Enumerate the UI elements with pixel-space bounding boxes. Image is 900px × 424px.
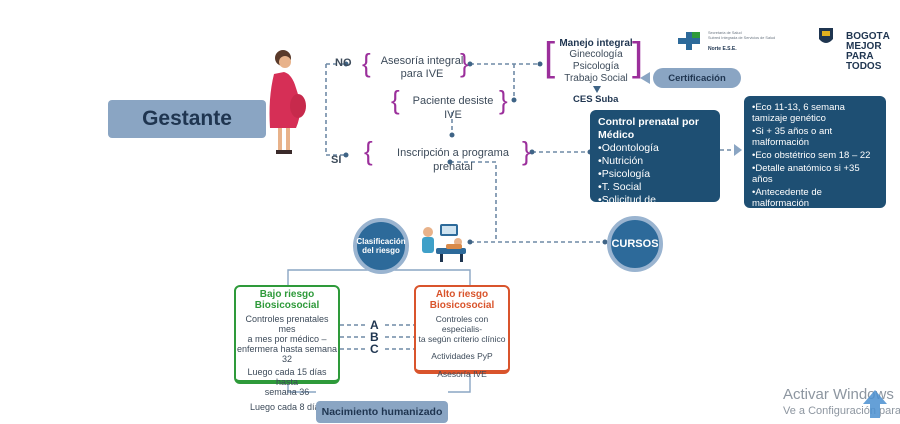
inscripcion-node: Inscripción a programa prenatal [397,147,509,173]
bogota-mejor-logo-text: BOGOTÁ MEJOR PARA TODOS [846,32,890,72]
pregnant-woman-illustration [269,50,306,154]
branch-si-label: SI [331,154,342,166]
eco-item: •Eco 11-13, 6 semana tamizaje genético [752,102,845,124]
control-prenatal-box: Control prenatal por Médico •Odontología… [590,110,720,232]
ces-suba-label: CES Suba [573,94,619,105]
control-item: •Nutrición [598,155,644,167]
manejo-integral-title: Manejo integral [559,38,633,49]
asesoria-integral-node: Asesoría integral para IVE [380,55,464,80]
brace-left-icon: { [364,136,373,166]
brace-left-icon: { [362,48,371,78]
eco-item: •Detalle anatómico si +35 años [752,163,860,185]
manejo-item: Psicología [572,61,620,72]
brace-right-icon: ] [632,35,644,79]
eco-item: •Eco obstétrico sem 18 – 22 [752,150,871,161]
nacimiento-humanizado-box: Nacimiento humanizado [316,401,448,423]
control-item: •Odontología [598,142,659,154]
control-item: •Psicología [598,168,651,180]
letter-a: A [370,318,379,332]
paciente-desiste-node: Paciente desiste IVE [412,95,494,121]
activation-watermark-title: Activar Windows [783,386,894,403]
eco-item: •Si + 35 años o ant malformación [752,126,833,148]
eco-item: •Antecedente de malformación [752,187,822,209]
manejo-integral-block: Manejo integral Ginecología Psicología T… [556,38,636,85]
brace-right-icon: } [522,136,531,166]
brace-right-icon: } [460,48,469,78]
gestante-label: Gestante [108,100,266,138]
control-prenatal-title: Control prenatal por Médico [598,116,699,141]
subred-logo-text: Secretaría de Salud Subred Integrada de … [708,31,776,40]
bogota-shield-icon [819,28,833,43]
bajo-riesgo-card: Bajo riesgo Biosicosocial Controles pren… [234,285,340,412]
doctor-consultation-icon [422,224,466,262]
bajo-item: Luego cada 15 días hasta semana 36 [247,367,327,397]
brace-left-icon: [ [544,35,556,79]
manejo-item: Trabajo Social [564,73,628,84]
alto-riesgo-card: Alto riesgo Biosicosocial Controles con … [414,285,510,379]
certificacion-pill: Certificación [653,68,741,88]
bajo-riesgo-title: Bajo riesgo Biosicosocial [254,289,320,311]
ecografia-box: •Eco 11-13, 6 semana tamizaje genético •… [744,96,886,209]
bajo-item: Controles prenatales mes a mes por médic… [236,314,338,364]
alto-item: Controles con especialis- ta según crite… [418,314,506,344]
brace-left-icon: { [391,85,400,115]
subred-logo-name: Norte E.S.E. [708,46,737,52]
alto-item: Asesoría IVE [437,369,487,379]
bajo-item: Luego cada 8 días [249,402,325,412]
cursos-circle: CURSOS [607,216,663,272]
alto-item: Actividades PyP [431,351,493,361]
brace-right-icon: } [499,85,508,115]
scroll-up-arrow-icon[interactable] [862,388,888,418]
manejo-item: Ginecología [569,49,623,60]
branch-no-label: NO [335,57,352,69]
alto-riesgo-title: Alto riesgo Biosicosocial [429,289,495,311]
letter-b: B [370,330,379,344]
letter-c: C [370,342,379,356]
clasificacion-riesgo-circle: Clasificación del riesgo [353,218,409,274]
subred-logo-icon [678,32,700,50]
control-item: •T. Social [598,181,642,193]
